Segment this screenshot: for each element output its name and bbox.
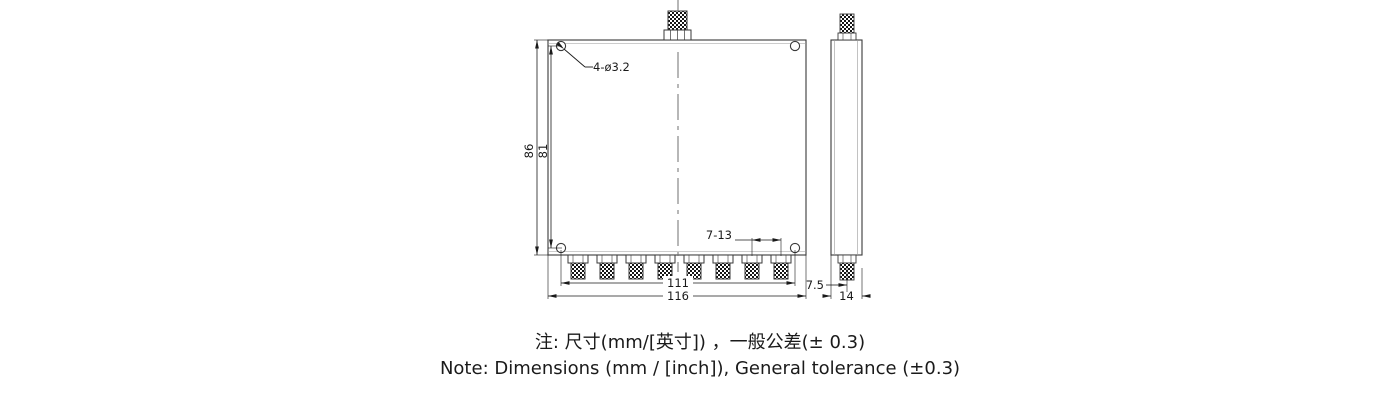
dim-connector-pitch: 7-13 (706, 228, 782, 256)
front-body-outline (547, 39, 807, 256)
caption: 注: 尺寸(mm/[英寸]) ，一般公差(± 0.3) Note: Dimens… (0, 330, 1400, 382)
dim-width-116: 116 (547, 255, 807, 303)
top-connector-barrel (667, 10, 688, 31)
side-bottom-connector-flange (837, 254, 857, 264)
bottom-connector (625, 254, 647, 280)
dim-label-75: 7.5 (806, 278, 824, 292)
bottom-connector (683, 254, 705, 280)
leader-line (556, 42, 586, 68)
bottom-connector (654, 254, 676, 280)
side-body-outline (830, 39, 863, 256)
side-view: 7.5 14 (806, 13, 871, 303)
dim-label-14: 14 (839, 289, 854, 303)
top-connector (663, 0, 692, 41)
hole-callout-label: 4-ø3.2 (593, 60, 630, 74)
dim-label-116: 116 (667, 289, 689, 303)
dim-label-81: 81 (536, 144, 550, 159)
side-top-connector-barrel (839, 13, 855, 34)
bottom-connector (567, 254, 589, 280)
side-top-connector (837, 13, 857, 41)
bottom-connector (770, 254, 792, 280)
caption-chinese: 注: 尺寸(mm/[英寸]) ，一般公差(± 0.3) (534, 332, 866, 353)
bottom-connector (712, 254, 734, 280)
dim-height-81: 81 (536, 45, 562, 249)
bottom-connector-row (567, 254, 792, 280)
caption-english: Note: Dimensions (mm / [inch]), General … (439, 358, 961, 380)
dim-label-111: 111 (667, 276, 689, 290)
dim-offset-75: 7.5 (806, 268, 848, 292)
mounting-hole-top-right (789, 40, 801, 52)
bottom-connector (596, 254, 618, 280)
dim-label-116-mask (663, 289, 693, 302)
bottom-connector (741, 254, 763, 280)
hole-callout-leader (556, 42, 593, 68)
dim-label-86: 86 (522, 144, 536, 159)
dim-height-86: 86 (522, 39, 548, 256)
dim-thickness-14: 14 (822, 255, 871, 303)
dim-width-111: 111 (560, 250, 796, 290)
front-view: 4-ø3.2 86 81 7-13 (522, 0, 807, 303)
dim-label-pitch: 7-13 (706, 228, 732, 242)
dim-label-111-mask (663, 276, 693, 289)
side-top-connector-flange (837, 32, 857, 41)
